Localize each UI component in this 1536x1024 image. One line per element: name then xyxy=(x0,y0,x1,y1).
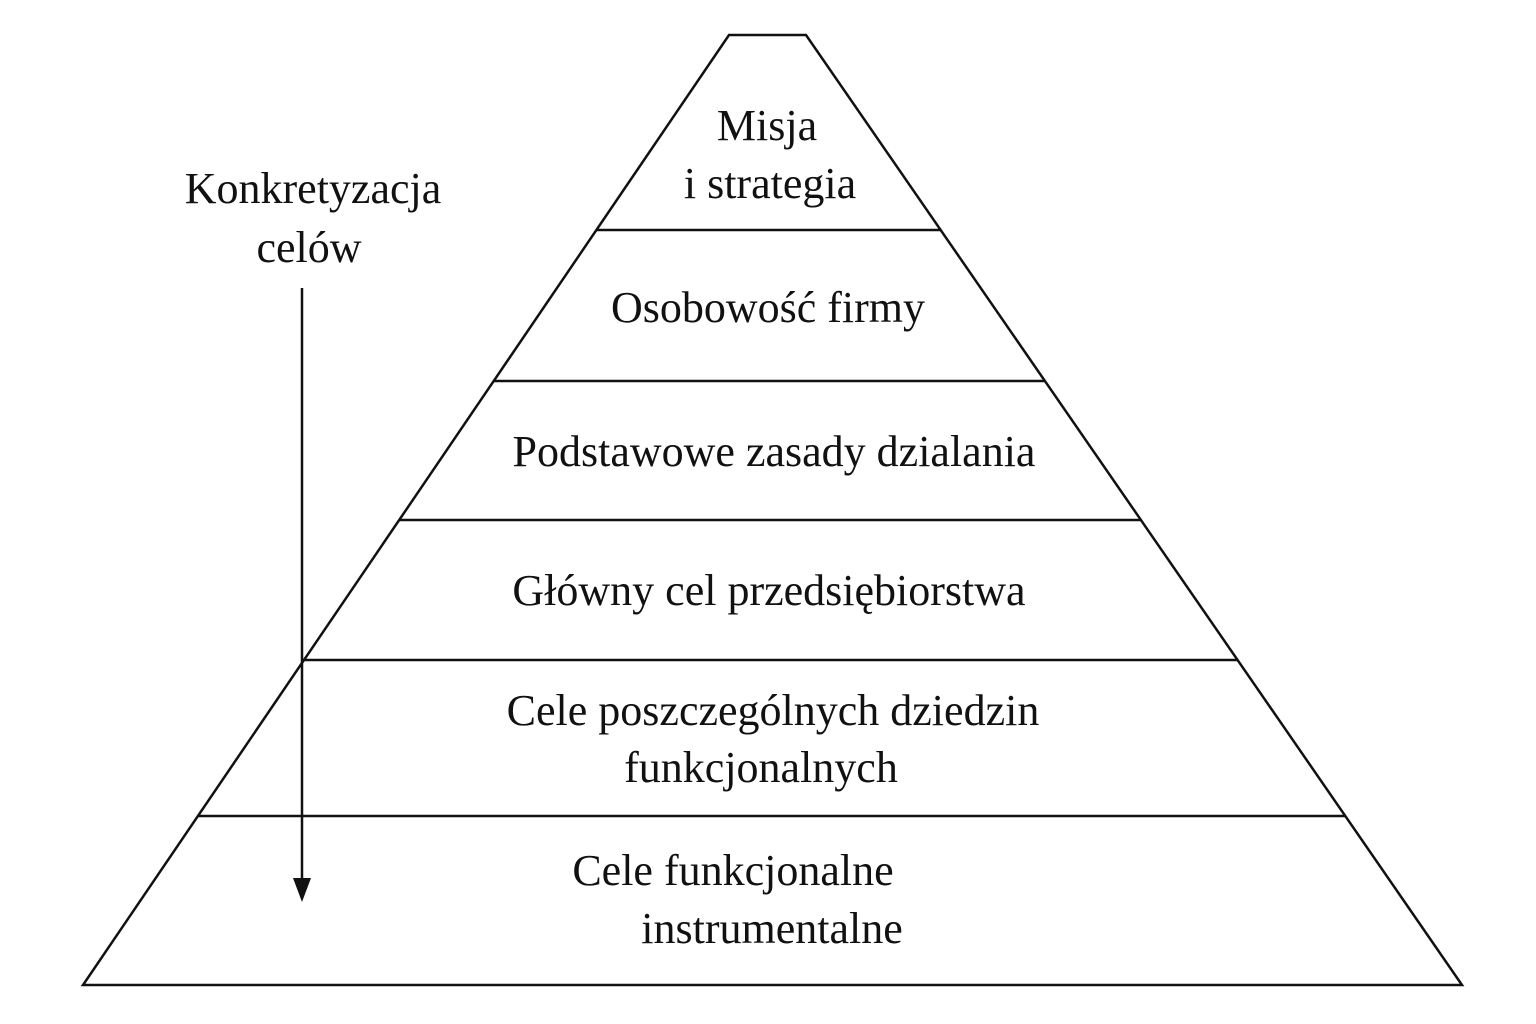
side-label-line-1: Konkretyzacja xyxy=(185,164,442,213)
level-2: Osobowość firmy xyxy=(611,283,925,332)
level-3: Podstawowe zasady dzialania xyxy=(513,427,1036,476)
level-2-line-1: Osobowość firmy xyxy=(611,283,925,332)
level-1: Misja i strategia xyxy=(684,101,856,208)
level-3-line-1: Podstawowe zasady dzialania xyxy=(513,427,1036,476)
down-arrow-icon xyxy=(293,288,311,902)
side-label-line-2: celów xyxy=(256,223,361,272)
level-6-line-1: Cele funkcjonalne xyxy=(572,846,893,895)
level-6-line-2: instrumentalne xyxy=(641,904,903,953)
pyramid-outline xyxy=(80,33,1465,987)
level-4-line-1: Główny cel przedsiębiorstwa xyxy=(512,566,1025,615)
level-1-line-2: i strategia xyxy=(684,159,856,208)
level-5-line-2: funkcjonalnych xyxy=(624,743,898,792)
level-4: Główny cel przedsiębiorstwa xyxy=(512,566,1025,615)
level-5: Cele poszczególnych dziedzin funkcjonaln… xyxy=(507,686,1040,792)
level-5-line-1: Cele poszczególnych dziedzin xyxy=(507,686,1040,735)
level-1-line-1: Misja xyxy=(717,101,817,150)
side-label: Konkretyzacja celów xyxy=(185,164,442,272)
level-6: Cele funkcjonalne instrumentalne xyxy=(572,846,902,953)
